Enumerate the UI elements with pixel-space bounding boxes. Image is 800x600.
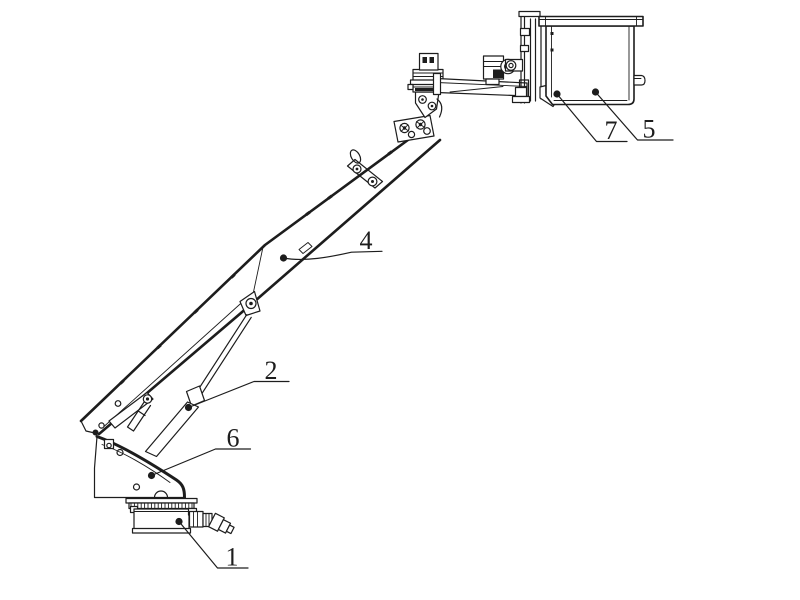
part-number-label: 2 — [265, 356, 278, 385]
part-marker-dot — [147, 471, 156, 480]
part-number-label: 6 — [227, 424, 240, 453]
leader-line — [187, 380, 290, 409]
callout-6: 6 — [147, 424, 252, 480]
callout-5: 5 — [591, 88, 674, 144]
callout-7: 7 — [553, 90, 628, 145]
work-basket — [538, 15, 646, 106]
boom-stud — [156, 343, 162, 350]
cylinder-rod — [195, 314, 252, 396]
leader-line — [282, 250, 383, 261]
basket-rim — [538, 15, 644, 27]
leveling-link — [414, 91, 443, 119]
master-leveling-cylinder — [92, 391, 154, 436]
boom-head-plate — [393, 114, 435, 143]
leader-line — [556, 93, 628, 143]
part-number-label: 4 — [360, 226, 373, 255]
lifting-hook — [349, 149, 362, 164]
callout-4: 4 — [279, 226, 383, 262]
jib-arm — [432, 72, 530, 98]
slew-drive-motor — [188, 510, 235, 535]
part-number-label: 5 — [643, 115, 656, 144]
leader-line — [594, 91, 674, 141]
link-hook — [436, 98, 443, 118]
part-marker-dot — [591, 88, 600, 96]
slewing-base — [125, 497, 235, 535]
boom-stud — [305, 210, 311, 216]
boom-pivot-pin — [103, 438, 115, 450]
part-marker-dot — [175, 517, 183, 526]
cylinder-collar — [185, 385, 206, 407]
telescopic-boom — [79, 135, 442, 436]
leader-line — [150, 448, 252, 477]
callout-2: 2 — [184, 356, 290, 412]
turret-bracket — [93, 435, 186, 499]
lift-cylinder — [144, 290, 261, 458]
part-number-label: 1 — [226, 543, 239, 572]
part-marker-dot — [553, 90, 561, 98]
boom-stud — [387, 150, 393, 156]
boom-stud — [193, 308, 199, 314]
part-number-label: 7 — [605, 116, 618, 145]
part-marker-dot — [279, 254, 288, 262]
callouts: 1 2 4 5 6 7 — [147, 88, 674, 572]
boom-clamp — [346, 149, 384, 189]
basket-handle — [633, 74, 646, 86]
boom-stud — [327, 194, 333, 200]
part-marker-dot — [184, 403, 193, 412]
boom-stud — [119, 379, 125, 385]
boom-stud — [230, 273, 236, 279]
callout-1: 1 — [175, 517, 249, 572]
leader-line — [178, 520, 249, 569]
boom-plate — [298, 242, 313, 254]
